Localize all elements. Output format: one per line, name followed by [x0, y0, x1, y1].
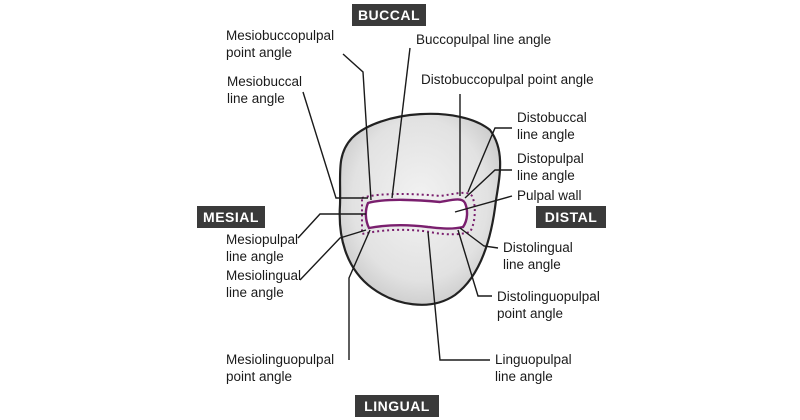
direction-buccal-text: BUCCAL	[358, 7, 420, 23]
direction-distal-box	[536, 206, 606, 228]
leader-pulpal-wall	[454, 195, 513, 213]
label-distopulpal-line-2: line angle	[517, 168, 575, 183]
label-mesiolinguopulpal-line-1: Mesiolinguopulpal	[226, 352, 334, 367]
label-mesiopulpal-line-1: Mesiopulpal	[226, 232, 298, 247]
cavity-margin-dotted	[361, 191, 476, 236]
label-distopulpal-line-1: Distopulpal	[517, 151, 584, 166]
leader-mesiobuccal	[302, 91, 368, 199]
label-distobuccal-line-1: Distobuccal	[517, 110, 587, 125]
leader-distobuccal	[467, 127, 512, 193]
direction-mesial-box	[197, 206, 265, 228]
direction-mesial: MESIAL	[197, 206, 265, 228]
direction-buccal-box	[352, 4, 426, 26]
leader-linguopulpal	[427, 231, 490, 361]
label-mesiopulpal-line-2: line angle	[226, 249, 284, 264]
label-mesiobuccopulpal: Mesiobuccopulpal point angle	[226, 28, 338, 60]
label-mesiobuccopulpal-line-2: point angle	[226, 45, 292, 60]
label-mesiolingual-line-2: line angle	[226, 285, 284, 300]
leader-buccopulpal	[391, 47, 411, 199]
label-distobuccal: Distobuccal line angle	[517, 110, 591, 142]
label-distopulpal: Distopulpal line angle	[517, 151, 588, 183]
direction-lingual: LINGUAL	[355, 395, 439, 417]
leader-mesiolingual	[299, 229, 367, 281]
leader-distolingual	[459, 227, 499, 249]
label-distolinguopulpal-line-1: Distolinguopulpal	[497, 289, 600, 304]
label-linguopulpal-line-2: line angle	[495, 369, 553, 384]
label-buccopulpal-line-1: Buccopulpal line angle	[416, 32, 551, 47]
direction-mesial-text: MESIAL	[203, 209, 259, 225]
leader-distolinguopulpal	[457, 229, 492, 297]
direction-distal-text: DISTAL	[545, 209, 598, 225]
label-mesiobuccopulpal-line-1: Mesiobuccopulpal	[226, 28, 334, 43]
label-pulpal-wall: Pulpal wall	[517, 188, 582, 203]
label-distolingual-line-2: line angle	[503, 257, 561, 272]
label-buccopulpal: Buccopulpal line angle	[416, 32, 551, 47]
label-mesiolingual: Mesiolingual line angle	[226, 268, 305, 300]
leader-mesiobuccopulpal	[342, 53, 372, 201]
leader-distopulpal	[464, 169, 512, 199]
label-mesiolingual-line-1: Mesiolingual	[226, 268, 301, 283]
label-distobuccal-line-2: line angle	[517, 127, 575, 142]
label-mesiolinguopulpal-line-2: point angle	[226, 369, 292, 384]
direction-distal: DISTAL	[536, 206, 606, 228]
label-linguopulpal-line-1: Linguopulpal	[495, 352, 572, 367]
label-distolingual-line-1: Distolingual	[503, 240, 573, 255]
leader-lines	[297, 47, 513, 361]
label-distolingual: Distolingual line angle	[503, 240, 577, 272]
direction-lingual-box	[355, 395, 439, 417]
label-linguopulpal: Linguopulpal line angle	[495, 352, 575, 384]
label-distobuccopulpal-line-1: Distobuccopulpal point angle	[421, 72, 594, 87]
label-pulpal-wall-line-1: Pulpal wall	[517, 188, 582, 203]
label-mesiolinguopulpal: Mesiolinguopulpal point angle	[226, 352, 338, 384]
label-mesiobuccal-line-1: Mesiobuccal	[227, 74, 302, 89]
cavity-outline	[364, 198, 469, 230]
leader-mesiopulpal	[297, 213, 366, 239]
leader-mesiolinguopulpal	[348, 229, 371, 360]
direction-buccal: BUCCAL	[352, 4, 426, 26]
label-distobuccopulpal: Distobuccopulpal point angle	[421, 72, 594, 87]
label-mesiobuccal-line-2: line angle	[227, 91, 285, 106]
label-distolinguopulpal: Distolinguopulpal point angle	[497, 289, 604, 321]
label-distolinguopulpal-line-2: point angle	[497, 306, 563, 321]
label-mesiobuccal: Mesiobuccal line angle	[227, 74, 306, 106]
direction-lingual-text: LINGUAL	[364, 398, 430, 414]
label-mesiopulpal: Mesiopulpal line angle	[226, 232, 302, 264]
